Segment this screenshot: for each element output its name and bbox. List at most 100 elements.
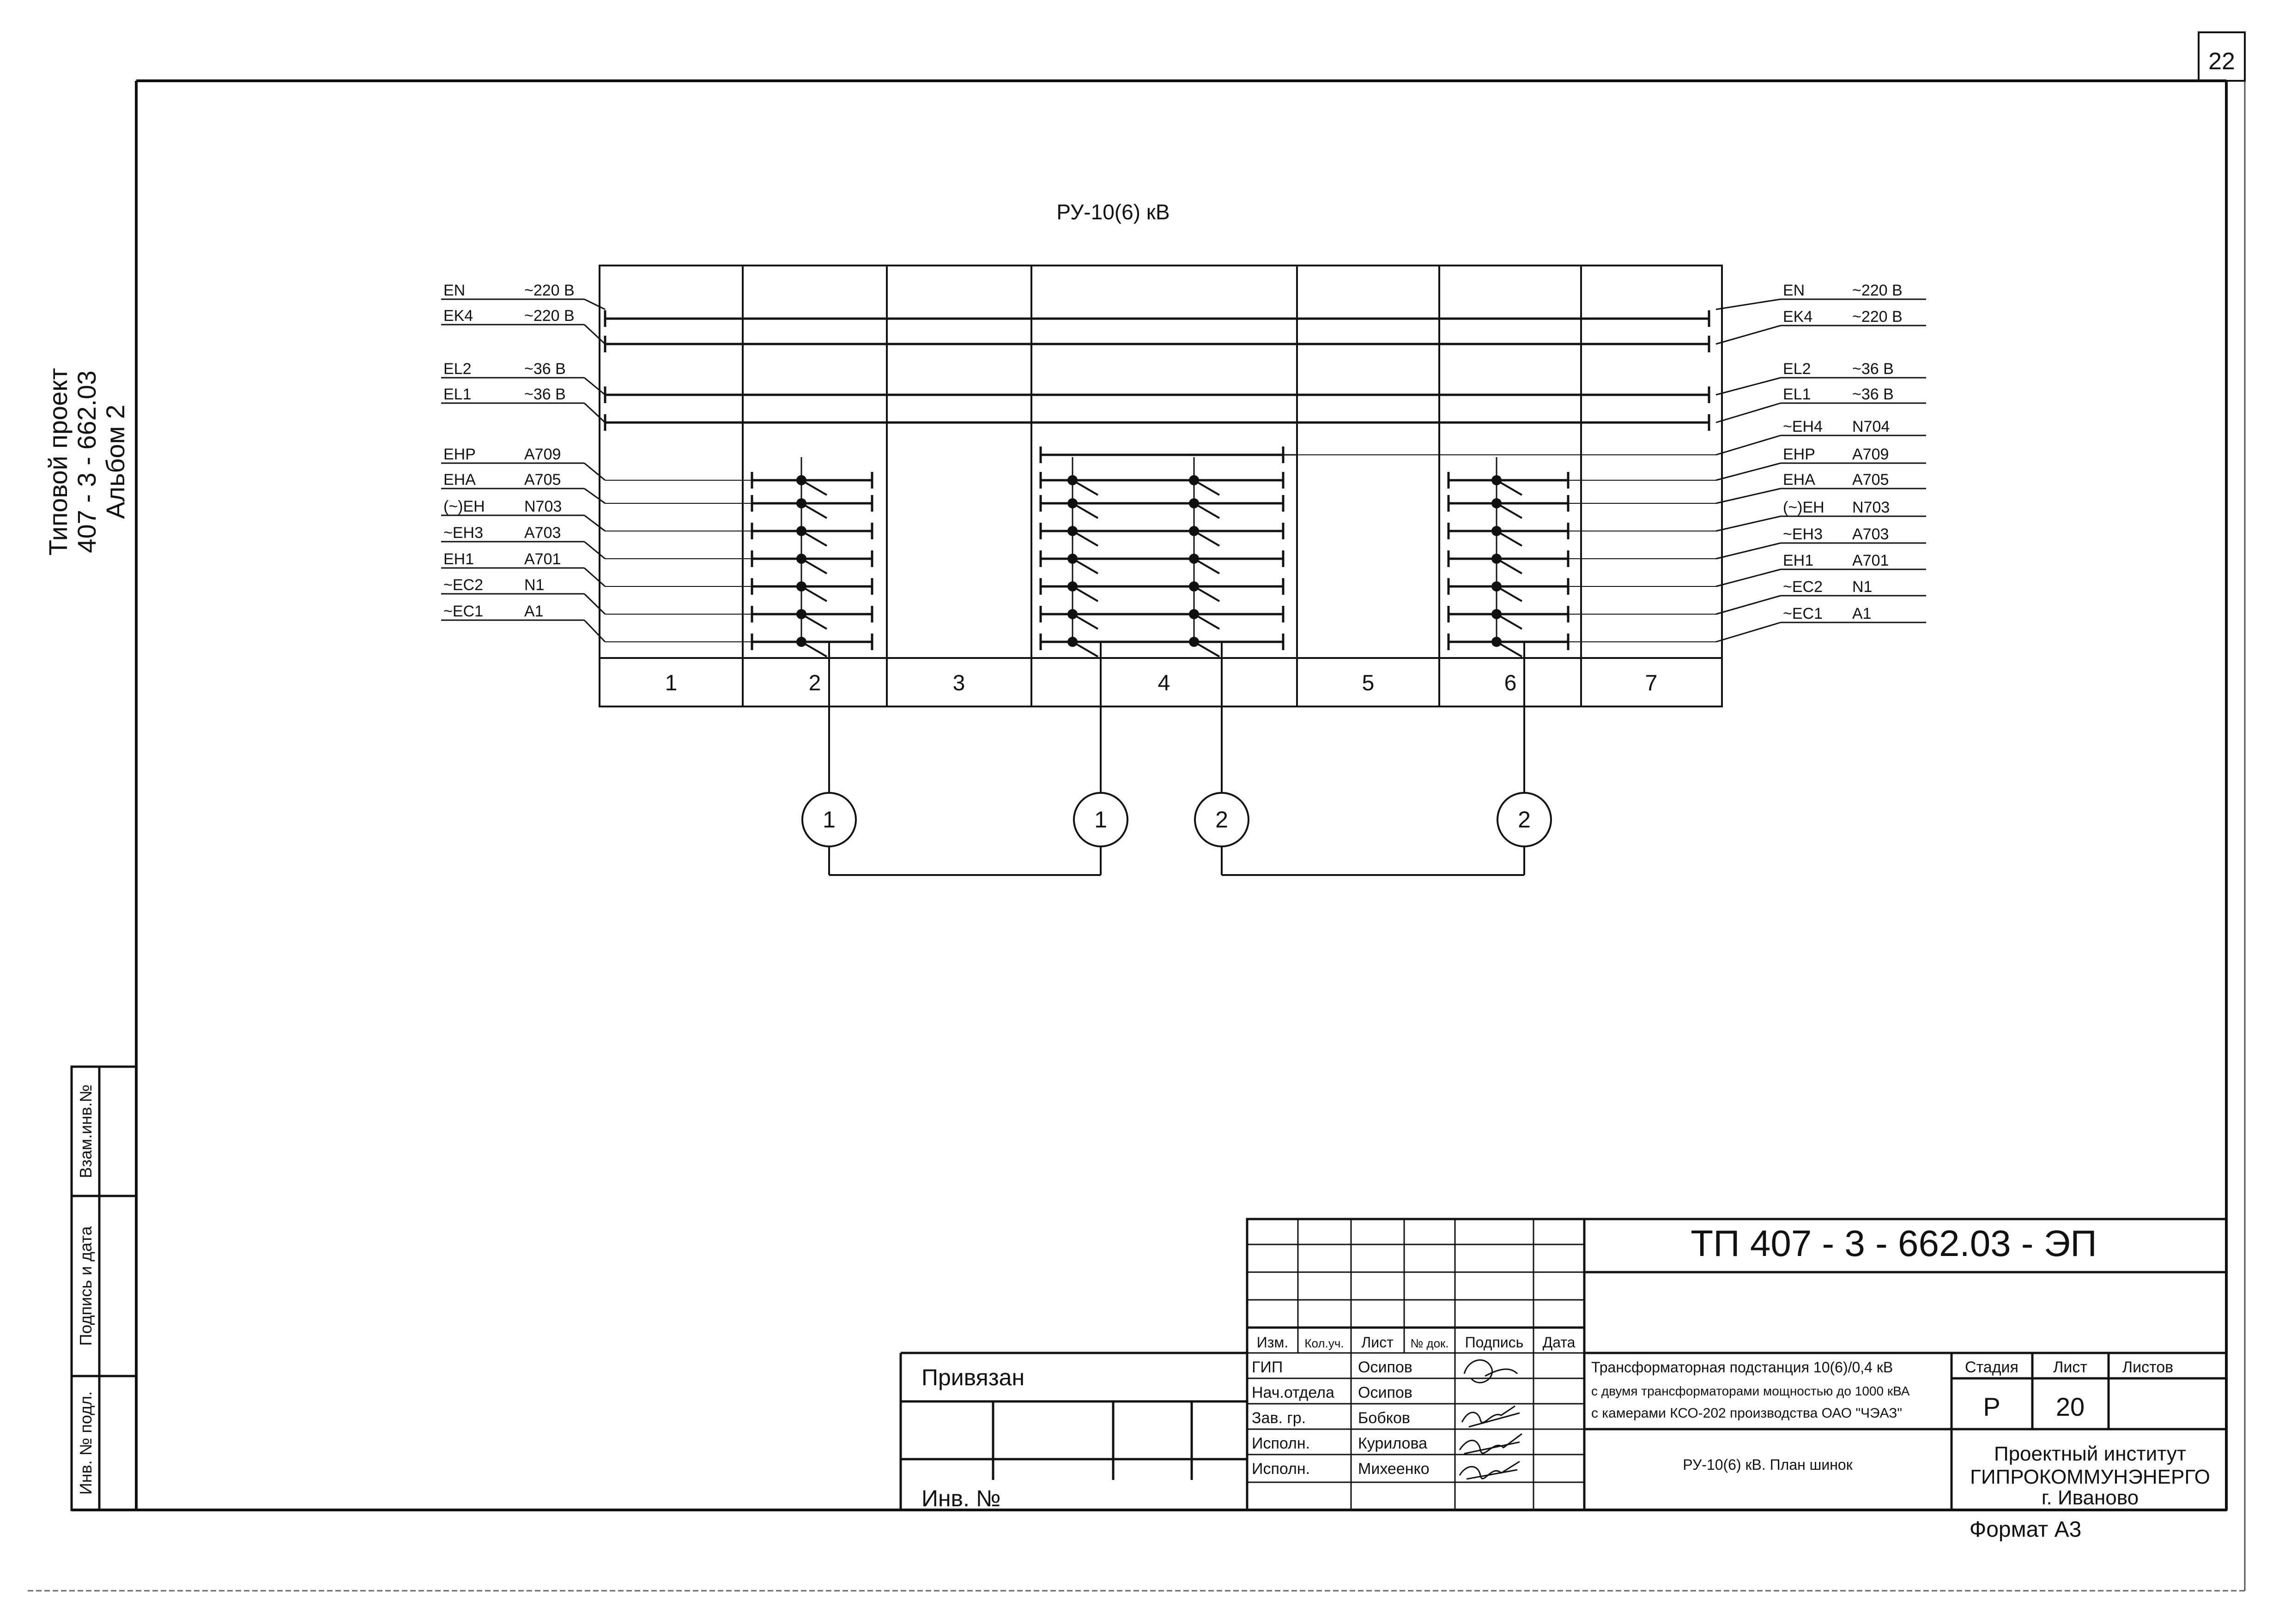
left-bus-name: EL2 <box>443 360 472 378</box>
switch-blade <box>1496 613 1523 630</box>
left-bus-name: ~EH3 <box>443 524 483 542</box>
switch-blade <box>1193 641 1220 658</box>
side-stamp-line-3: Альбом 2 <box>101 404 130 519</box>
switchgear-enclosure <box>599 265 1723 707</box>
right-bus-value: A705 <box>1852 471 1889 489</box>
switch-blade <box>1193 502 1220 519</box>
left-bus-name: ~EC2 <box>443 576 483 594</box>
left-bus-name: EH1 <box>443 550 474 568</box>
signatures <box>1459 1359 1522 1480</box>
left-bus-value: ~220 В <box>524 307 575 325</box>
sheet-number: 22 <box>2208 48 2235 75</box>
left-bus-name: ~EC1 <box>443 603 483 620</box>
cell-number: 1 <box>665 671 678 695</box>
switch-blade <box>1072 479 1099 496</box>
role-gip: ГИП <box>1252 1358 1283 1376</box>
switch-blade <box>1496 502 1523 519</box>
left-bus-name: EHA <box>443 471 476 489</box>
left-bus-value: ~36 В <box>524 386 566 403</box>
right-bus-name: EL1 <box>1783 386 1811 403</box>
left-leader-line <box>583 402 606 423</box>
right-bus-name: ~EC2 <box>1783 578 1823 596</box>
cable-mark-number: 1 <box>823 807 836 833</box>
right-bus-value: ~220 В <box>1852 308 1903 326</box>
left-strip-label-3: Инв. № подл. <box>76 1391 95 1495</box>
header-list: Лист <box>1361 1334 1394 1351</box>
role-executor-1: Исполн. <box>1252 1435 1310 1452</box>
left-leader-line <box>584 488 606 504</box>
cable-mark-number: 2 <box>1215 807 1228 833</box>
switch-blade <box>1072 502 1099 519</box>
left-leader-line <box>583 619 606 643</box>
switch-blade <box>1193 613 1220 630</box>
right-bus-name: ~EC1 <box>1783 605 1823 622</box>
switch-blade <box>800 641 828 658</box>
right-bus-value: ~220 В <box>1852 282 1903 299</box>
name-executor-2: Михеенко <box>1358 1460 1430 1478</box>
right-leader-line <box>1715 462 1781 481</box>
right-leader-line <box>1715 488 1781 504</box>
switch-blade <box>800 558 828 574</box>
right-bus-value: N1 <box>1852 578 1872 596</box>
right-bus-value: N703 <box>1852 499 1890 516</box>
left-bus-name: EN <box>443 282 465 299</box>
header-signature: Подпись <box>1465 1334 1524 1351</box>
right-bus-value: A703 <box>1852 525 1889 543</box>
org-line-1: Проектный институт <box>1994 1443 2186 1465</box>
title-block: ТП 407 - 3 - 662.03 - ЭП Изм. Кол.уч. Ли… <box>899 1218 2228 1511</box>
sheet-value: 20 <box>2056 1392 2085 1421</box>
right-bus-value: A1 <box>1852 605 1872 622</box>
cell-number: 3 <box>953 671 965 695</box>
header-kol-uch: Кол.уч. <box>1304 1336 1344 1350</box>
sheet-header: Лист <box>2053 1358 2087 1376</box>
switch-blade <box>1072 586 1099 602</box>
sheets-header: Листов <box>2122 1358 2173 1376</box>
cell-number: 5 <box>1362 671 1375 695</box>
header-doc-no: № док. <box>1410 1336 1449 1350</box>
role-executor-2: Исполн. <box>1252 1460 1310 1478</box>
org-line-2: ГИПРОКОММУНЭНЕРГО <box>1970 1466 2210 1488</box>
left-bus-name: EHP <box>443 446 476 463</box>
left-leader-line <box>583 324 606 345</box>
privyazan-label: Привязан <box>921 1364 1024 1390</box>
left-bus-value: N703 <box>524 498 562 515</box>
right-bus-name: EL2 <box>1783 360 1811 378</box>
left-bus-name: EK4 <box>443 307 473 325</box>
left-leader-line <box>584 514 606 532</box>
right-bus-value: A701 <box>1852 552 1889 569</box>
switch-blade <box>1496 641 1523 658</box>
right-leader-line <box>1715 298 1781 310</box>
right-bus-value: ~36 В <box>1852 360 1894 378</box>
name-gip: Осипов <box>1358 1358 1412 1376</box>
format-label: Формат А3 <box>1970 1517 2082 1542</box>
switch-blade <box>1193 558 1220 574</box>
right-bus-name: EK4 <box>1783 308 1812 326</box>
right-leader-line <box>1715 568 1781 587</box>
switch-blade <box>1072 530 1099 547</box>
cell-number: 4 <box>1158 671 1170 695</box>
left-strip: Взам.инв.№ Подпись и дата Инв. № подл. <box>70 1065 138 1511</box>
right-leader-line <box>1715 435 1781 456</box>
stage-header: Стадия <box>1965 1358 2018 1376</box>
right-bus-name: EN <box>1783 282 1805 299</box>
document-code: ТП 407 - 3 - 662.03 - ЭП <box>1691 1223 2097 1264</box>
left-bus-name: EL1 <box>443 386 472 403</box>
cable-mark-number: 2 <box>1518 807 1531 833</box>
name-head-dept: Осипов <box>1358 1384 1412 1401</box>
right-bus-name: EH1 <box>1783 552 1813 569</box>
right-bus-name: EHP <box>1783 446 1815 463</box>
side-stamp-line-1: Типовой проект <box>43 368 73 555</box>
right-bus-name: (~)EH <box>1783 499 1824 516</box>
sheet-title: РУ-10(6) кВ. План шинок <box>1683 1456 1853 1473</box>
left-bus-value: A703 <box>524 524 561 542</box>
left-leader-line <box>584 298 606 310</box>
description-line-1: Трансформаторная подстанция 10(6)/0,4 кВ <box>1591 1359 1893 1376</box>
header-izm: Изм. <box>1257 1334 1289 1351</box>
role-group-head: Зав. гр. <box>1252 1409 1306 1427</box>
description-line-3: с камерами КСО-202 производства ОАО "ЧЭА… <box>1591 1406 1902 1421</box>
switch-blade <box>1193 586 1220 602</box>
